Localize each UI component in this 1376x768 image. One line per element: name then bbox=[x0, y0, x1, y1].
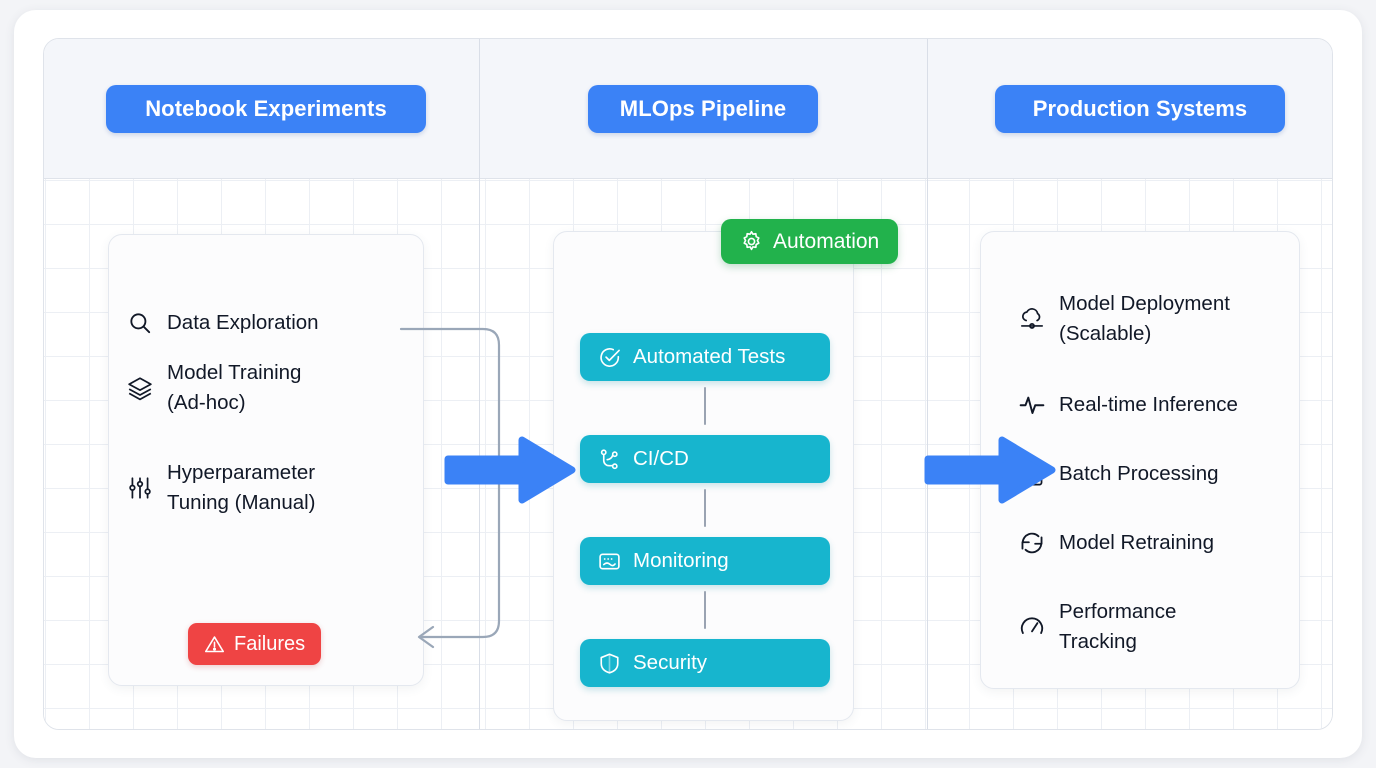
list-item-model-retraining[interactable]: Model Retraining bbox=[1019, 528, 1214, 558]
arrow-right-notebook-to-mlops bbox=[444, 436, 576, 504]
list-item-label: Batch Processing bbox=[1059, 462, 1219, 485]
cloud-upload-icon bbox=[1019, 306, 1045, 332]
git-branch-icon bbox=[598, 448, 621, 471]
column-divider-2 bbox=[927, 39, 928, 729]
gauge-icon bbox=[1019, 614, 1045, 640]
pipeline-chip-label: Monitoring bbox=[633, 549, 729, 572]
list-item-label: Data Exploration bbox=[167, 311, 319, 334]
list-item-label: Hyperparameter Tuning (Manual) bbox=[167, 461, 316, 514]
status-badge-label: Failures bbox=[234, 632, 306, 655]
sliders-icon bbox=[127, 475, 153, 501]
refresh-icon bbox=[1019, 530, 1045, 556]
list-item-model-training[interactable]: Model Training (Ad-hoc) bbox=[127, 358, 301, 418]
list-item-model-deployment[interactable]: Model Deployment (Scalable) bbox=[1019, 289, 1230, 349]
connector-line bbox=[704, 387, 706, 425]
column-header-notebook-experiments[interactable]: Notebook Experiments bbox=[106, 85, 426, 133]
list-item-hyperparameter-tuning[interactable]: Hyperparameter Tuning (Manual) bbox=[127, 458, 316, 518]
list-item-performance-tracking[interactable]: Performance Tracking bbox=[1019, 597, 1176, 657]
mlops-maturity-diagram: Notebook Experiments MLOps Pipeline Prod… bbox=[43, 38, 1333, 730]
list-item-realtime-inference[interactable]: Real-time Inference bbox=[1019, 390, 1238, 420]
pipeline-chip-label: Security bbox=[633, 651, 708, 674]
connector-line bbox=[704, 489, 706, 527]
column-header-mlops-pipeline[interactable]: MLOps Pipeline bbox=[588, 85, 818, 133]
activity-icon bbox=[1019, 392, 1045, 418]
pipeline-chip-label: CI/CD bbox=[633, 447, 689, 470]
pipeline-chip-cicd[interactable]: CI/CD bbox=[580, 435, 830, 483]
warning-triangle-icon bbox=[204, 634, 225, 655]
check-circle-icon bbox=[598, 346, 621, 369]
outer-frame: Notebook Experiments MLOps Pipeline Prod… bbox=[14, 10, 1362, 758]
gear-icon bbox=[740, 230, 763, 253]
list-item-data-exploration[interactable]: Data Exploration bbox=[127, 308, 319, 338]
status-badge-automation[interactable]: Automation bbox=[721, 219, 899, 264]
status-badge-label: Automation bbox=[773, 229, 880, 253]
connector-line bbox=[704, 591, 706, 629]
shield-icon bbox=[598, 652, 621, 675]
pipeline-chip-label: Automated Tests bbox=[633, 345, 786, 368]
list-item-label: Real-time Inference bbox=[1059, 393, 1238, 416]
pipeline-chip-monitoring[interactable]: Monitoring bbox=[580, 537, 830, 585]
list-item-label: Model Retraining bbox=[1059, 531, 1214, 554]
search-icon bbox=[127, 310, 153, 336]
list-item-label: Model Deployment (Scalable) bbox=[1059, 292, 1230, 345]
arrow-right-mlops-to-production bbox=[924, 436, 1056, 504]
column-divider-1 bbox=[479, 39, 480, 729]
list-item-label: Model Training (Ad-hoc) bbox=[167, 361, 302, 414]
pipeline-chip-automated-tests[interactable]: Automated Tests bbox=[580, 333, 830, 381]
list-item-label: Performance Tracking bbox=[1059, 600, 1177, 653]
card-mlops-pipeline: Automated Tests CI/CD bbox=[553, 231, 854, 721]
pipeline-chip-security[interactable]: Security bbox=[580, 639, 830, 687]
status-badge-failures[interactable]: Failures bbox=[188, 623, 322, 665]
monitor-icon bbox=[598, 550, 621, 573]
card-notebook-experiments: Data Exploration Model Training (Ad-hoc) bbox=[108, 234, 501, 686]
column-header-production-systems[interactable]: Production Systems bbox=[995, 85, 1285, 133]
layers-icon bbox=[127, 375, 153, 401]
